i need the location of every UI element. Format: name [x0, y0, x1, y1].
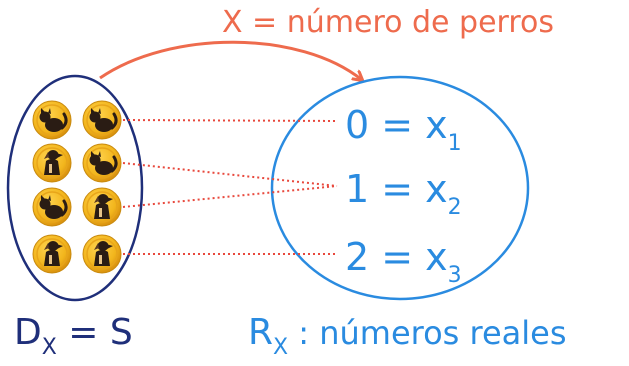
outcome-coin [32, 143, 72, 183]
range-label-rest: : números reales [288, 314, 566, 352]
outcome-coin [32, 100, 72, 140]
outcome-coin [32, 187, 72, 227]
sample-space-outcomes [32, 100, 122, 274]
range-value-subscript: 1 [448, 131, 462, 156]
cat-icon [89, 108, 118, 132]
range-value-text: 2 = x [345, 235, 448, 279]
range-value-0: 0 = x1 [345, 103, 462, 156]
outcome-coin [82, 100, 122, 140]
dog-icon [44, 241, 63, 266]
range-value-1: 1 = x2 [345, 167, 462, 220]
mapping-arrow [99, 40, 362, 80]
mapping-label: X = número de perros [222, 5, 554, 40]
domain-label-rest: = S [57, 312, 133, 353]
range-value-text: 0 = x [345, 103, 448, 147]
mapping-line-2 [122, 185, 338, 208]
outcome-coin [82, 143, 122, 183]
outcome-coin [82, 187, 122, 227]
range-values: 0 = x11 = x22 = x3 [345, 103, 462, 288]
range-value-subscript: 2 [448, 195, 462, 220]
range-ellipse [270, 75, 530, 301]
dog-icon [94, 194, 113, 219]
range-value-subscript: 3 [448, 263, 462, 288]
range-label-main: R [248, 312, 273, 353]
domain-label-main: D [14, 312, 42, 353]
mapping-lines [122, 119, 338, 255]
outcome-coin [82, 234, 122, 274]
domain-label-sub: X [42, 335, 57, 360]
outcome-coin [32, 234, 72, 274]
domain-ellipse [6, 74, 144, 302]
dog-icon [44, 150, 63, 175]
range-value-2: 2 = x3 [345, 235, 462, 288]
dog-icon [94, 241, 113, 266]
mapping-line-1 [122, 162, 338, 187]
range-value-text: 1 = x [345, 167, 448, 211]
domain-label: DX = S [14, 312, 133, 360]
cat-icon [39, 195, 68, 219]
mapping-line-0 [122, 119, 338, 122]
cat-icon [39, 108, 68, 132]
range-label-sub: X [273, 335, 288, 360]
cat-icon [89, 151, 118, 175]
range-label: RX : números reales [248, 312, 567, 360]
